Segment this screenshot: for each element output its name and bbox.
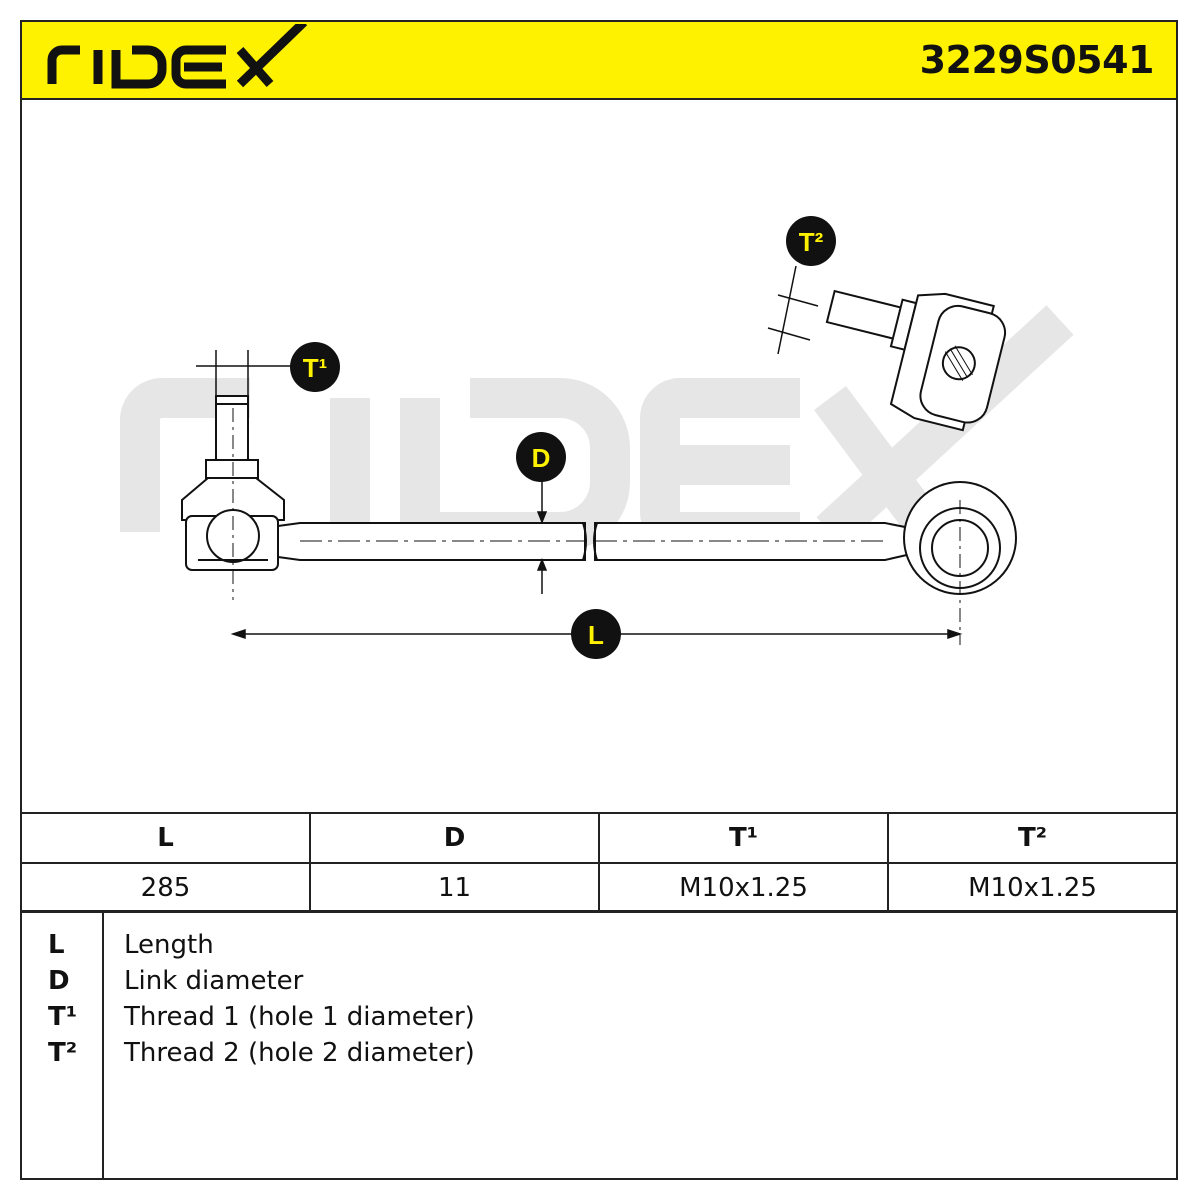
callout-l: L (571, 609, 621, 659)
legend-text: Length (124, 930, 214, 960)
legend-code: L (48, 930, 65, 960)
legend-text: Thread 2 (hole 2 diameter) (124, 1038, 475, 1068)
ridex-logo (47, 24, 308, 89)
spec-table: L D T¹ T² 285 11 M10x1.25 M10x1.25 (20, 812, 1178, 913)
spec-header-l: L (20, 812, 311, 864)
ball-joint-detail (825, 289, 1007, 432)
spec-header-d: D (309, 812, 600, 864)
spec-header-t2: T² (887, 812, 1178, 864)
legend-text: Thread 1 (hole 1 diameter) (124, 1002, 475, 1032)
svg-text:T¹: T¹ (303, 353, 328, 383)
technical-drawing: T¹ T² D L (120, 216, 1074, 659)
legend-item: L Length (22, 930, 1176, 966)
legend-item: T¹ Thread 1 (hole 1 diameter) (22, 1002, 1176, 1038)
svg-text:T²: T² (799, 227, 824, 257)
callout-t1: T¹ (290, 342, 340, 392)
header-bar: 3229S0541 (20, 20, 1178, 100)
legend-code: T² (48, 1038, 78, 1068)
spec-value-l: 285 (20, 862, 311, 913)
legend-item: D Link diameter (22, 966, 1176, 1002)
legend-divider (102, 912, 104, 1180)
legend-code: D (48, 966, 70, 996)
spec-header-t1: T¹ (598, 812, 889, 864)
legend-item: T² Thread 2 (hole 2 diameter) (22, 1038, 1176, 1074)
svg-text:D: D (532, 443, 551, 473)
spec-value-t1: M10x1.25 (598, 862, 889, 913)
svg-text:L: L (588, 620, 604, 650)
spec-value-d: 11 (309, 862, 600, 913)
callout-t2: T² (786, 216, 836, 266)
legend-code: T¹ (48, 1002, 78, 1032)
callout-d: D (516, 432, 566, 482)
spec-header-row: L D T¹ T² (20, 812, 1178, 864)
part-number: 3229S0541 (919, 38, 1155, 82)
ball-joint-left (181, 395, 285, 600)
spec-value-row: 285 11 M10x1.25 M10x1.25 (20, 862, 1178, 913)
stabilizer-link-rod (277, 522, 921, 561)
legend: L Length D Link diameter T¹ Thread 1 (ho… (20, 910, 1178, 1180)
eye-joint-right (903, 481, 1017, 645)
legend-text: Link diameter (124, 966, 304, 996)
spec-value-t2: M10x1.25 (887, 862, 1178, 913)
